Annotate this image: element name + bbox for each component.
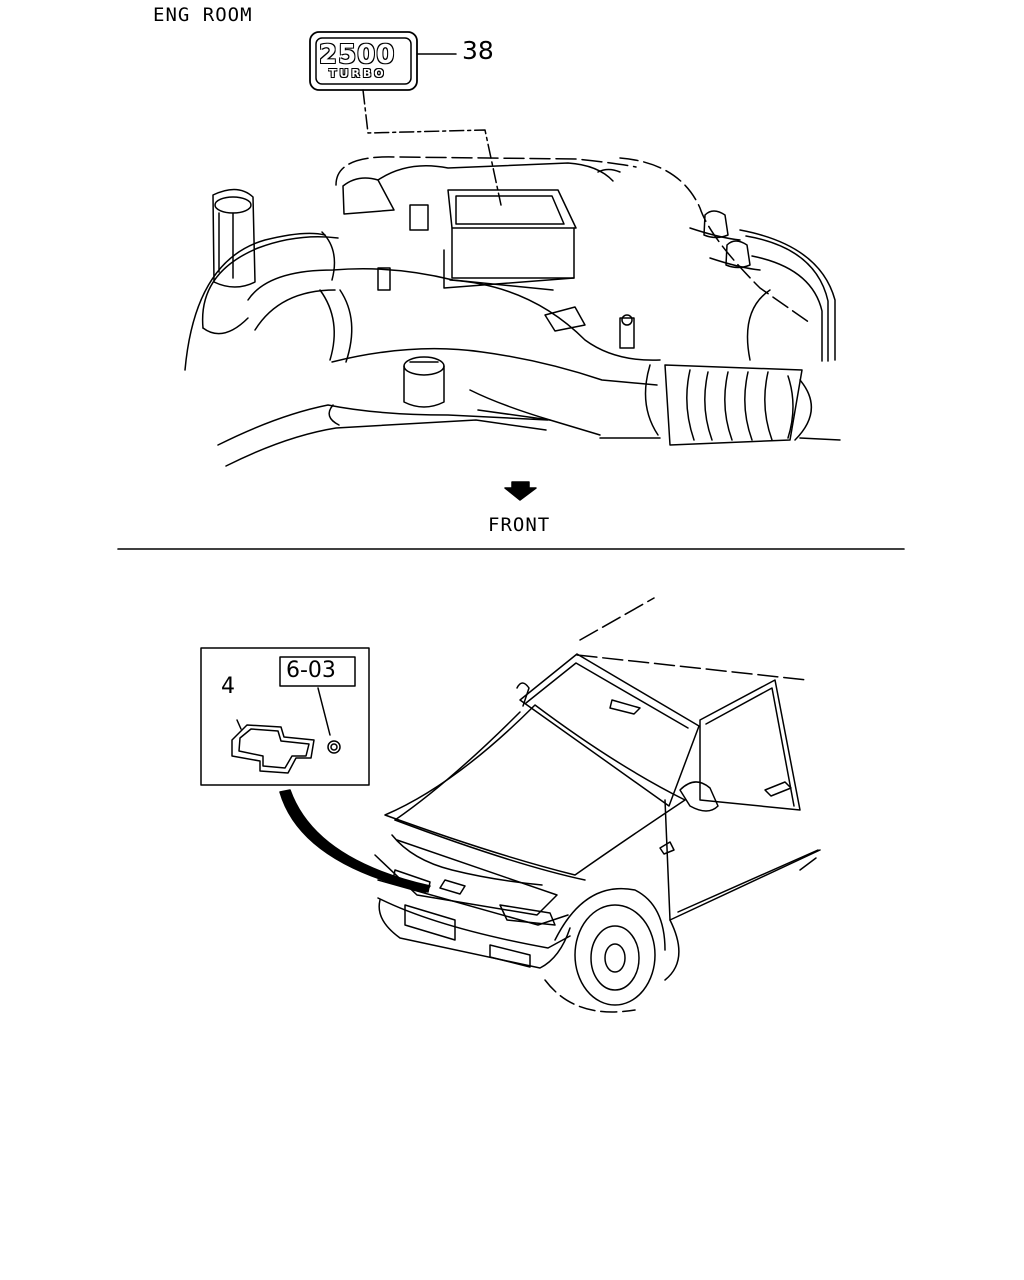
section-title-eng-room: ENG ROOM: [153, 4, 253, 26]
engine-assembly: [184, 156, 841, 467]
callout-38: 38: [462, 36, 494, 65]
clip-icon: [327, 740, 341, 754]
callout-4: 4: [221, 674, 235, 699]
front-arrow-icon: [504, 481, 537, 501]
emblem-pointer: [279, 789, 431, 893]
badge-number-text: 2500: [319, 40, 396, 70]
reference-6-03: 6-03: [286, 658, 336, 683]
emblem-inset-box: [200, 647, 370, 786]
badge-word-text: TURBO: [329, 67, 387, 80]
front-direction-label: FRONT: [488, 514, 551, 536]
emblem-icon: [231, 724, 315, 774]
vehicle-front-view: [374, 597, 821, 1013]
badge-leader-line: [362, 89, 502, 206]
